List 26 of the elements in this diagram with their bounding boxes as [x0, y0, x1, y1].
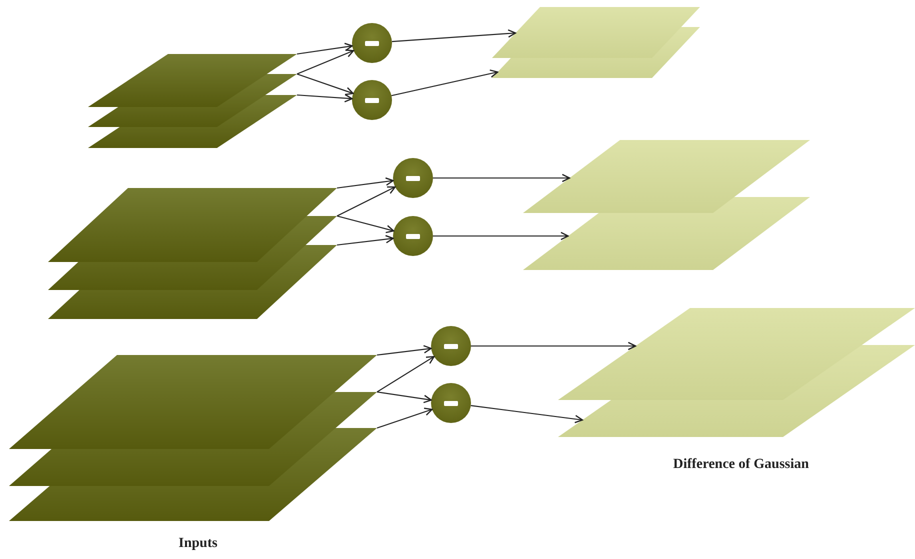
- subtract-node: [393, 158, 433, 198]
- subtract-node: [431, 326, 471, 366]
- arrow: [336, 235, 394, 246]
- arrow: [336, 215, 394, 234]
- arrow: [433, 232, 569, 240]
- subtract-node: [352, 80, 392, 120]
- subtract-node: [393, 216, 433, 256]
- arrow: [471, 342, 636, 350]
- arrow: [376, 391, 432, 404]
- arrow: [336, 177, 394, 189]
- arrow: [296, 42, 353, 55]
- caption-label: Difference of Gaussian: [673, 457, 809, 473]
- arrow: [470, 405, 584, 424]
- arrow: [336, 186, 396, 216]
- subtract-node: [431, 383, 471, 423]
- caption-label: Inputs: [178, 536, 218, 552]
- arrow: [376, 408, 433, 429]
- arrow: [392, 29, 516, 42]
- arrow: [433, 174, 570, 182]
- arrow: [376, 345, 432, 356]
- subtract-node: [352, 23, 392, 63]
- arrow: [296, 73, 354, 96]
- arrow: [296, 94, 353, 102]
- arrow: [376, 356, 435, 392]
- arrow: [296, 49, 354, 74]
- arrow: [391, 69, 498, 96]
